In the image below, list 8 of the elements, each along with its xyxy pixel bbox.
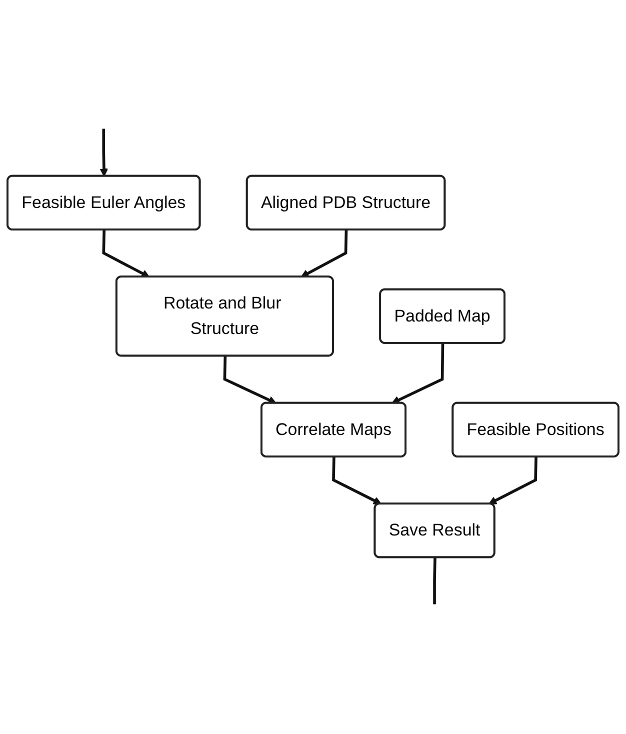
arrow [488,457,538,505]
arrow [392,344,444,404]
connector [433,558,436,605]
arrow [100,129,108,178]
arrow [332,457,382,505]
arrow [300,230,348,278]
arrow [102,230,150,278]
arrow [223,356,276,404]
